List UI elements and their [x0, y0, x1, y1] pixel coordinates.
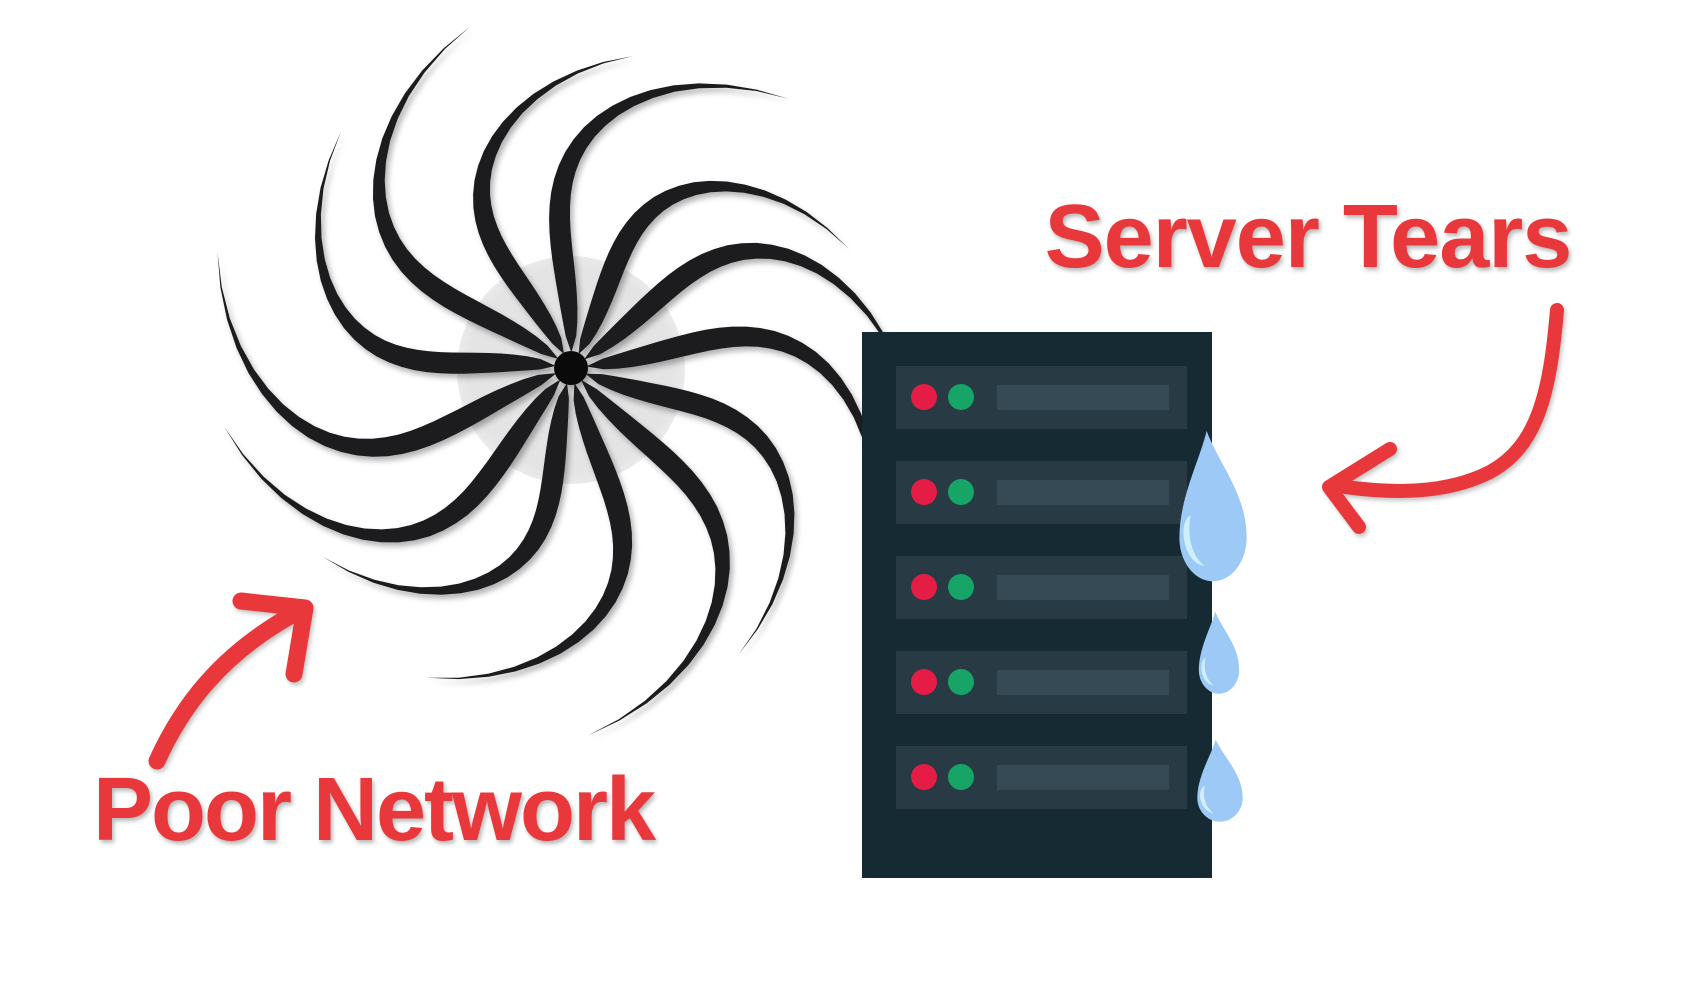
led-green-icon: [948, 764, 974, 790]
led-red-icon: [911, 384, 937, 410]
spiral-arm: [223, 380, 560, 543]
spiral-arm: [549, 83, 789, 352]
server-vent-bar: [997, 480, 1169, 505]
spiral-arm: [473, 56, 633, 354]
server-unit: [896, 746, 1187, 809]
spiral-arm: [217, 252, 556, 457]
spiral-arm: [578, 180, 849, 354]
led-red-icon: [911, 574, 937, 600]
tear-drop: [1197, 739, 1243, 822]
led-green-icon: [948, 479, 974, 505]
server-tears-arrow-icon: [1322, 303, 1564, 534]
led-green-icon: [948, 574, 974, 600]
server-tears-label: Server Tears: [1044, 187, 1573, 287]
spiral-arm: [584, 242, 908, 394]
spiral-center-dot: [554, 351, 588, 385]
server-unit: [896, 461, 1187, 524]
server-unit: [896, 366, 1187, 429]
spiral-arm: [373, 26, 558, 359]
led-red-icon: [911, 764, 937, 790]
tear-drop: [1179, 430, 1247, 582]
poor-network-label: Poor Network: [93, 760, 656, 860]
spiral-arm: [581, 380, 730, 736]
server-rack: [862, 332, 1212, 878]
server-unit: [896, 556, 1187, 619]
led-red-icon: [911, 669, 937, 695]
server-vent-bar: [997, 765, 1169, 790]
poor-network-arrow-icon: [148, 592, 314, 770]
server-vent-bar: [997, 670, 1169, 695]
server-vent-bar: [997, 575, 1169, 600]
led-red-icon: [911, 479, 937, 505]
led-green-icon: [948, 669, 974, 695]
led-green-icon: [948, 384, 974, 410]
server-unit: [896, 651, 1187, 714]
tear-drop: [1198, 611, 1240, 694]
server-vent-bar: [997, 385, 1169, 410]
